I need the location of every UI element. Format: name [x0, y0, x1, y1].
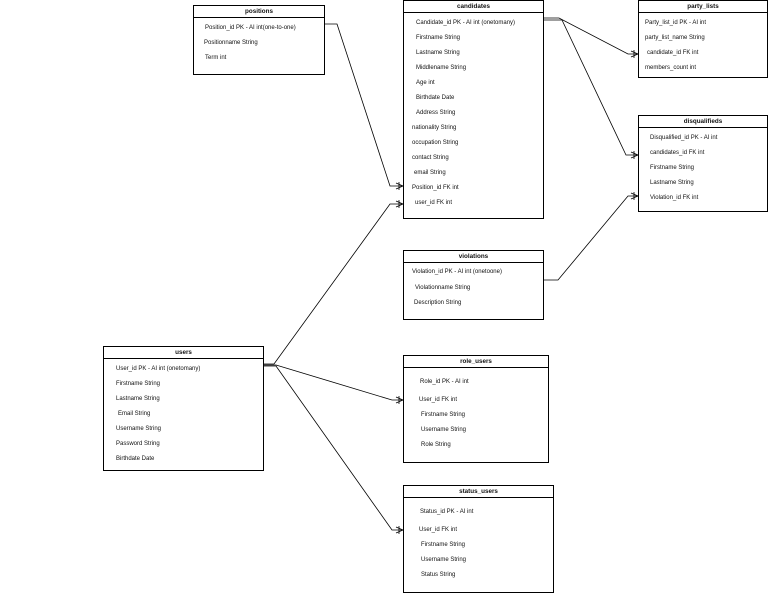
- entity-title: role_users: [404, 356, 548, 368]
- field-candidate-id-fk: candidate_id FK int: [647, 50, 699, 56]
- entity-title: positions: [194, 6, 324, 18]
- link-users-role-users: [264, 364, 403, 401]
- entity-title: users: [104, 347, 263, 359]
- field-description: Description String: [414, 300, 462, 306]
- field-party-list-name: party_list_name String: [645, 35, 705, 41]
- field-username: Username String: [421, 427, 467, 433]
- field-firstname: Firstname String: [416, 35, 461, 41]
- entity-title: candidates: [404, 1, 543, 13]
- field-firstname: Firstname String: [650, 165, 695, 171]
- field-role-id: Role_id PK - AI int: [420, 379, 469, 385]
- field-status-id: Status_id PK - AI int: [420, 509, 474, 515]
- field-violation-id-fk: Violation_id FK int: [650, 195, 699, 201]
- entity-users[interactable]: users User_id PK - AI int (onetomany) Fi…: [103, 346, 264, 471]
- entity-violations[interactable]: violations Violation_id PK - AI int (one…: [403, 250, 544, 320]
- field-user-id-fk: User_id FK int: [419, 527, 458, 533]
- field-firstname: Firstname String: [116, 381, 161, 387]
- link-users-status-users: [264, 365, 403, 531]
- field-lastname: Lastname String: [416, 50, 460, 56]
- field-position-id: Position_id PK - AI int(one-to-one): [205, 25, 296, 31]
- field-occupation: occupation String: [412, 140, 459, 146]
- field-birthdate: Birthdate Date: [416, 95, 455, 101]
- field-age: Age int: [416, 80, 435, 86]
- field-password: Password String: [116, 441, 160, 447]
- link-violations-disqualifieds: [544, 195, 638, 281]
- entity-disqualifieds[interactable]: disqualifieds Disqualified_id PK - AI in…: [638, 115, 768, 212]
- field-members-count: members_count int: [645, 65, 697, 71]
- field-firstname: Firstname String: [421, 542, 466, 548]
- entity-title: status_users: [404, 486, 553, 498]
- field-user-id-fk: User_id FK int: [419, 397, 458, 403]
- field-address: Address String: [416, 110, 456, 116]
- field-party-list-id: Party_list_id PK - AI int: [645, 20, 707, 26]
- field-username: Username String: [421, 557, 467, 563]
- entity-candidates[interactable]: candidates Candidate_id PK - AI int (one…: [403, 0, 544, 219]
- field-disqualified-id: Disqualified_id PK - AI int: [650, 135, 718, 141]
- link-users-candidates: [264, 203, 403, 365]
- entity-title: disqualifieds: [639, 116, 767, 128]
- field-middlename: Middlename String: [416, 65, 467, 71]
- field-email: email String: [414, 170, 446, 176]
- field-role: Role String: [421, 442, 451, 448]
- field-nationality: nationality String: [412, 125, 457, 131]
- entity-positions[interactable]: positions Position_id PK - AI int(one-to…: [193, 5, 325, 75]
- link-candidates-disqualifieds: [544, 19, 638, 156]
- field-violation-id: Violation_id PK - AI int (onetoone): [412, 269, 502, 275]
- entity-party-lists[interactable]: party_lists Party_list_id PK - AI int pa…: [638, 0, 768, 78]
- entity-status-users[interactable]: status_users Status_id PK - AI int User_…: [403, 485, 554, 593]
- field-term: Term int: [205, 55, 227, 61]
- entity-title: party_lists: [639, 1, 767, 13]
- field-email: Email String: [118, 411, 151, 417]
- field-username: Username String: [116, 426, 162, 432]
- entity-title: violations: [404, 251, 543, 263]
- link-positions-candidates: [325, 23, 403, 187]
- field-violationname: Violationname String: [415, 285, 471, 291]
- field-candidate-id: Candidate_id PK - AI int (onetomany): [416, 20, 516, 26]
- field-lastname: Lastname String: [116, 396, 160, 402]
- field-position-id-fk: Position_id FK int: [412, 185, 459, 191]
- field-firstname: Firstname String: [421, 412, 466, 418]
- entity-role-users[interactable]: role_users Role_id PK - AI int User_id F…: [403, 355, 549, 463]
- field-contact: contact String: [412, 155, 449, 161]
- field-user-id-fk: user_id FK int: [415, 200, 453, 206]
- field-status: Status String: [421, 572, 456, 578]
- field-birthdate: Birthdate Date: [116, 456, 155, 462]
- field-positionname: Positionname String: [204, 40, 258, 46]
- field-lastname: Lastname String: [650, 180, 694, 186]
- link-candidates-party-lists: [544, 17, 638, 55]
- field-user-id: User_id PK - AI int (onetomany): [116, 366, 201, 372]
- field-candidates-id-fk: candidates_id FK int: [650, 150, 705, 156]
